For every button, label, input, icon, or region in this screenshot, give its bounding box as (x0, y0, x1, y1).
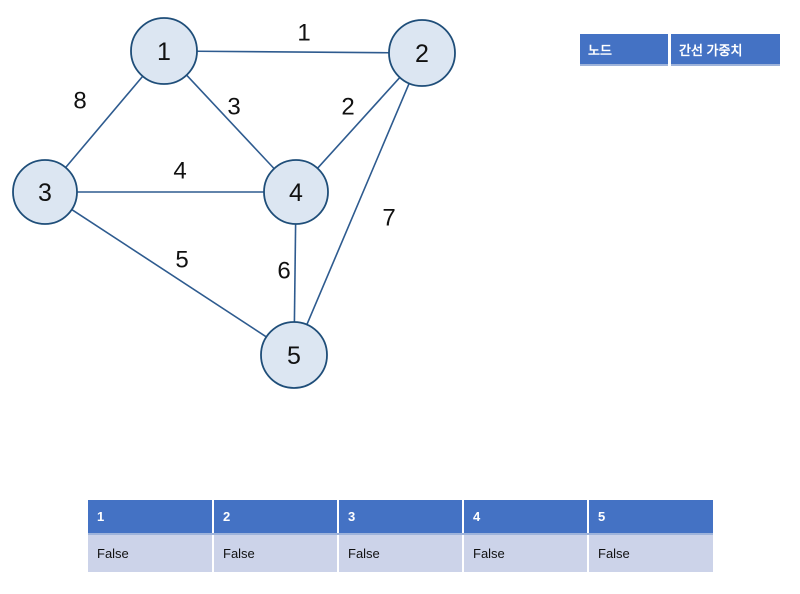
graph-node-5 (260, 321, 328, 389)
graph-node-3 (12, 159, 78, 225)
legend-header-edge-weight: 간선 가중치 (671, 34, 780, 66)
visited-cell-1: False (88, 534, 214, 572)
edge-weight-label-1-2: 1 (297, 20, 310, 47)
visited-header-5: 5 (588, 500, 713, 535)
visited-cell-2: False (213, 534, 339, 572)
graph-edge-3-5 (71, 208, 267, 338)
legend-header-node: 노드 (580, 34, 668, 66)
visited-header-1: 1 (88, 500, 214, 535)
weighted-graph-diagram: 1 8 3 2 7 4 5 6 1 2 3 4 5 (12, 17, 456, 389)
edge-weight-label-3-4: 4 (173, 158, 186, 185)
edge-weight-label-3-5: 5 (175, 247, 188, 274)
graph-edge-1-2 (196, 50, 390, 54)
graph-edge-4-5 (293, 223, 297, 323)
graph-node-1 (130, 17, 198, 85)
edge-weight-label-4-5: 6 (277, 258, 290, 285)
visited-cell-3: False (338, 534, 464, 572)
graph-node-2 (388, 19, 456, 87)
visited-cell-5: False (588, 534, 713, 572)
visited-header-3: 3 (338, 500, 464, 535)
visited-header-4: 4 (463, 500, 589, 535)
graph-nodes-layer: 1 2 3 4 5 (12, 17, 456, 389)
graph-node-label-1: 1 (157, 38, 171, 66)
graph-node-4 (263, 159, 329, 225)
legend-table: 노드 간선 가중치 (580, 34, 780, 66)
visited-state-table: 1 2 3 4 5 False False False False False (88, 500, 713, 572)
edge-weight-label-2-4: 2 (341, 94, 354, 121)
edge-weight-label-1-4: 3 (227, 94, 240, 121)
visited-cell-4: False (463, 534, 589, 572)
edge-weight-label-1-3: 8 (73, 88, 86, 115)
graph-edge-2-5 (306, 83, 410, 325)
legend-column-divider (668, 34, 671, 66)
graph-edge-1-3 (65, 75, 144, 169)
graph-edge-labels-layer: 1 8 3 2 7 4 5 6 (73, 20, 395, 285)
graph-edge-2-4 (316, 76, 401, 169)
visited-table-header-row: 1 2 3 4 5 (88, 500, 713, 535)
graph-node-label-2: 2 (415, 40, 429, 68)
graph-edges-layer (65, 50, 410, 338)
graph-node-label-3: 3 (38, 179, 52, 207)
edge-weight-label-2-5: 7 (382, 205, 395, 232)
graph-node-label-5: 5 (287, 342, 301, 370)
graph-node-label-4: 4 (289, 179, 303, 207)
graph-edge-1-4 (185, 74, 275, 170)
visited-header-2: 2 (213, 500, 339, 535)
table-row: False False False False False (88, 534, 713, 572)
